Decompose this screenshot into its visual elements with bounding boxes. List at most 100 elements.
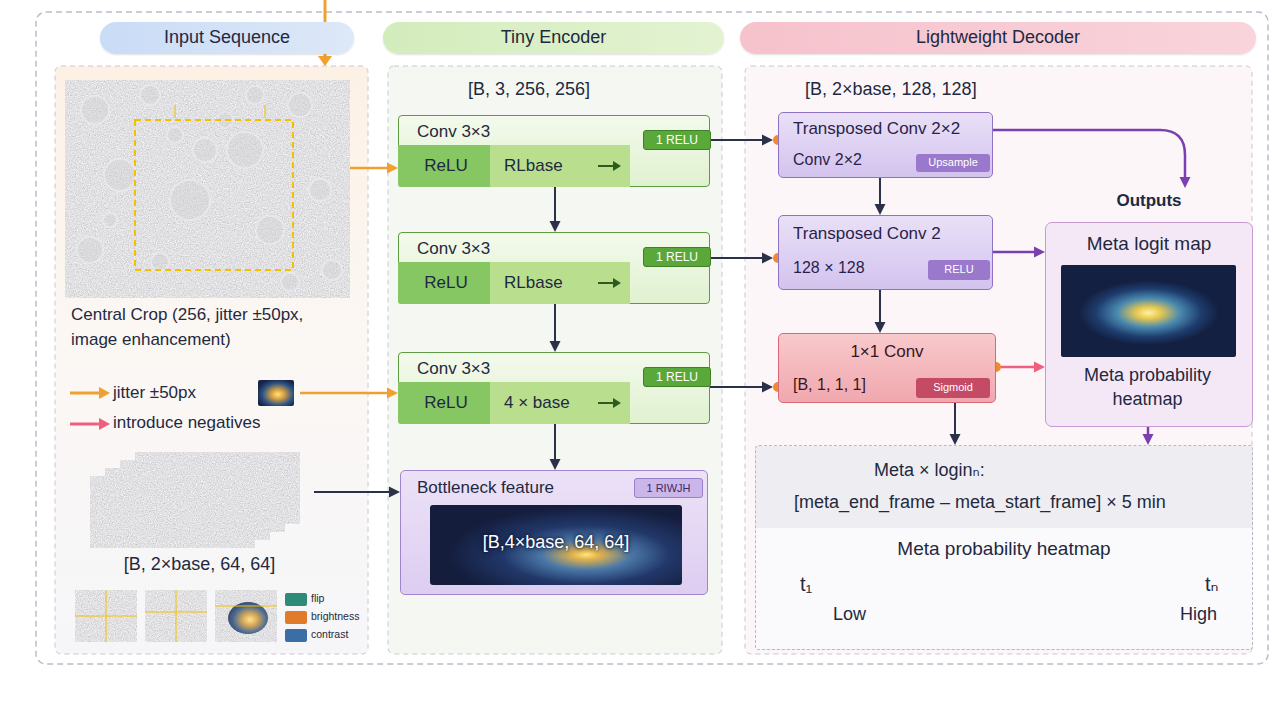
node-text: Transposed Conv 2 <box>793 224 941 244</box>
connector-line <box>993 130 1185 178</box>
badge: 1 RELU <box>643 130 711 150</box>
tick <box>175 105 176 118</box>
node-text: Conv 2×2 <box>793 150 862 169</box>
arrow-head <box>389 487 400 498</box>
connector-line <box>710 257 764 259</box>
connector <box>875 290 886 333</box>
conv-block: Conv 3×3ReLU RLbase 1 RELU <box>398 232 710 304</box>
feature-map: [B,4×base, 64, 64] <box>430 505 682 585</box>
frame-stack <box>90 452 300 548</box>
node-text: 1 RELU <box>644 250 710 264</box>
arrow-head <box>1143 434 1154 445</box>
connector-line <box>350 167 389 170</box>
node-text: Lightweight Decoder <box>740 27 1256 49</box>
decor-circle <box>140 85 160 105</box>
decor-circle <box>193 138 217 162</box>
annotation-label: tₙ <box>1205 572 1219 596</box>
node-text: Meta probability heatmap <box>1056 363 1239 411</box>
annotation-label: t₁ <box>800 572 812 596</box>
connector-line <box>554 187 556 223</box>
arrow-head <box>875 322 886 333</box>
connector <box>710 382 783 393</box>
connector-line <box>554 424 556 461</box>
microscopy-image <box>65 80 350 298</box>
node-text: 128 × 128 <box>793 258 865 277</box>
node-text: Meta logit map <box>1046 233 1252 256</box>
arrow-head <box>1034 362 1045 373</box>
arrow-head <box>762 135 773 146</box>
decor-circle <box>322 260 342 280</box>
node-text: RLbase <box>504 273 563 293</box>
outputs-box: OutputsMeta logit mapMeta probability he… <box>1045 222 1253 427</box>
formula-panel: Meta × loginₙ: [meta_end_frame – meta_sta… <box>755 445 1253 650</box>
connector-line <box>993 251 1036 254</box>
badge: Upsample <box>916 154 990 172</box>
connector <box>350 163 398 174</box>
legend-text: flip <box>311 592 324 605</box>
legend-swatch <box>285 629 307 642</box>
header-pill: Lightweight Decoder <box>740 22 1256 54</box>
connector <box>300 388 398 399</box>
arrow-head <box>875 204 886 215</box>
frame-stack: [B, 2×base, 64, 64] <box>85 448 314 578</box>
connector <box>991 362 1045 373</box>
flow-arrow <box>598 160 622 172</box>
jitter-thumbnail <box>258 380 294 406</box>
decor-line <box>75 616 137 617</box>
feature-box: 4 × base <box>490 382 630 424</box>
decor-line <box>598 402 614 404</box>
node-text: Sigmoid <box>916 381 990 394</box>
cell-blobs <box>77 85 342 291</box>
arrow-head <box>387 163 398 174</box>
relu-box: ReLU <box>398 382 494 424</box>
crop-box <box>135 120 293 270</box>
decor-circle <box>81 96 109 124</box>
node-text: [meta_end_frame – meta_start_frame] × 5 … <box>794 492 1166 514</box>
decor-line <box>598 282 614 284</box>
arrow-head <box>550 459 561 470</box>
node-text: Tiny Encoder <box>383 27 724 49</box>
decor-circle <box>227 132 263 168</box>
feature-box: RLbase <box>490 145 630 187</box>
connector <box>710 253 783 264</box>
connector-line <box>300 392 389 395</box>
arrow-head <box>762 253 773 264</box>
connector-line <box>879 290 881 324</box>
decor-circle <box>77 237 103 263</box>
encoder-panel <box>388 66 722 654</box>
augment-thumbnail <box>75 590 137 642</box>
node-text: Meta × loginₙ: <box>874 460 985 482</box>
arrow-head <box>1034 247 1045 258</box>
outer-frame <box>36 12 1268 664</box>
conv-block: Conv 3×3ReLU4 × base1 RELU <box>398 352 710 424</box>
legend-text: contrast <box>311 628 348 641</box>
node-text: Conv 3×3 <box>417 239 490 259</box>
input-panel <box>55 66 368 654</box>
flow-arrow <box>598 277 622 289</box>
decoder-panel <box>745 66 1252 654</box>
arrow-head <box>99 387 110 399</box>
arrow-head <box>1180 177 1191 188</box>
decor-circle <box>288 93 312 117</box>
decoder-box: Transposed Conv 2 128 × 128 RELU <box>778 215 993 290</box>
relu-box: ReLU <box>398 262 494 304</box>
heatmap-image <box>1061 265 1236 357</box>
annotation-label: introduce negatives <box>113 413 260 433</box>
connector <box>710 135 783 146</box>
decor-polygon <box>613 161 621 171</box>
node-text: [B, 2×base, 64, 64] <box>85 554 314 576</box>
decor-line <box>215 606 277 607</box>
decor-circle <box>281 273 299 291</box>
arrow-head <box>99 418 110 430</box>
legend-swatch <box>285 611 307 624</box>
connector-line <box>996 366 1036 369</box>
feature-box: RLbase <box>490 262 630 304</box>
node-text: jitter ±50px <box>113 383 196 403</box>
badge: RELU <box>928 260 990 280</box>
annotation-label: [B, 2×base, 128, 128] <box>805 79 977 101</box>
decor-line <box>176 590 177 642</box>
header-pill: Tiny Encoder <box>383 22 724 54</box>
arrow-head <box>550 221 561 232</box>
connector <box>875 178 886 215</box>
node-text: Central Crop (256, jitter ±50px, image e… <box>71 302 346 352</box>
